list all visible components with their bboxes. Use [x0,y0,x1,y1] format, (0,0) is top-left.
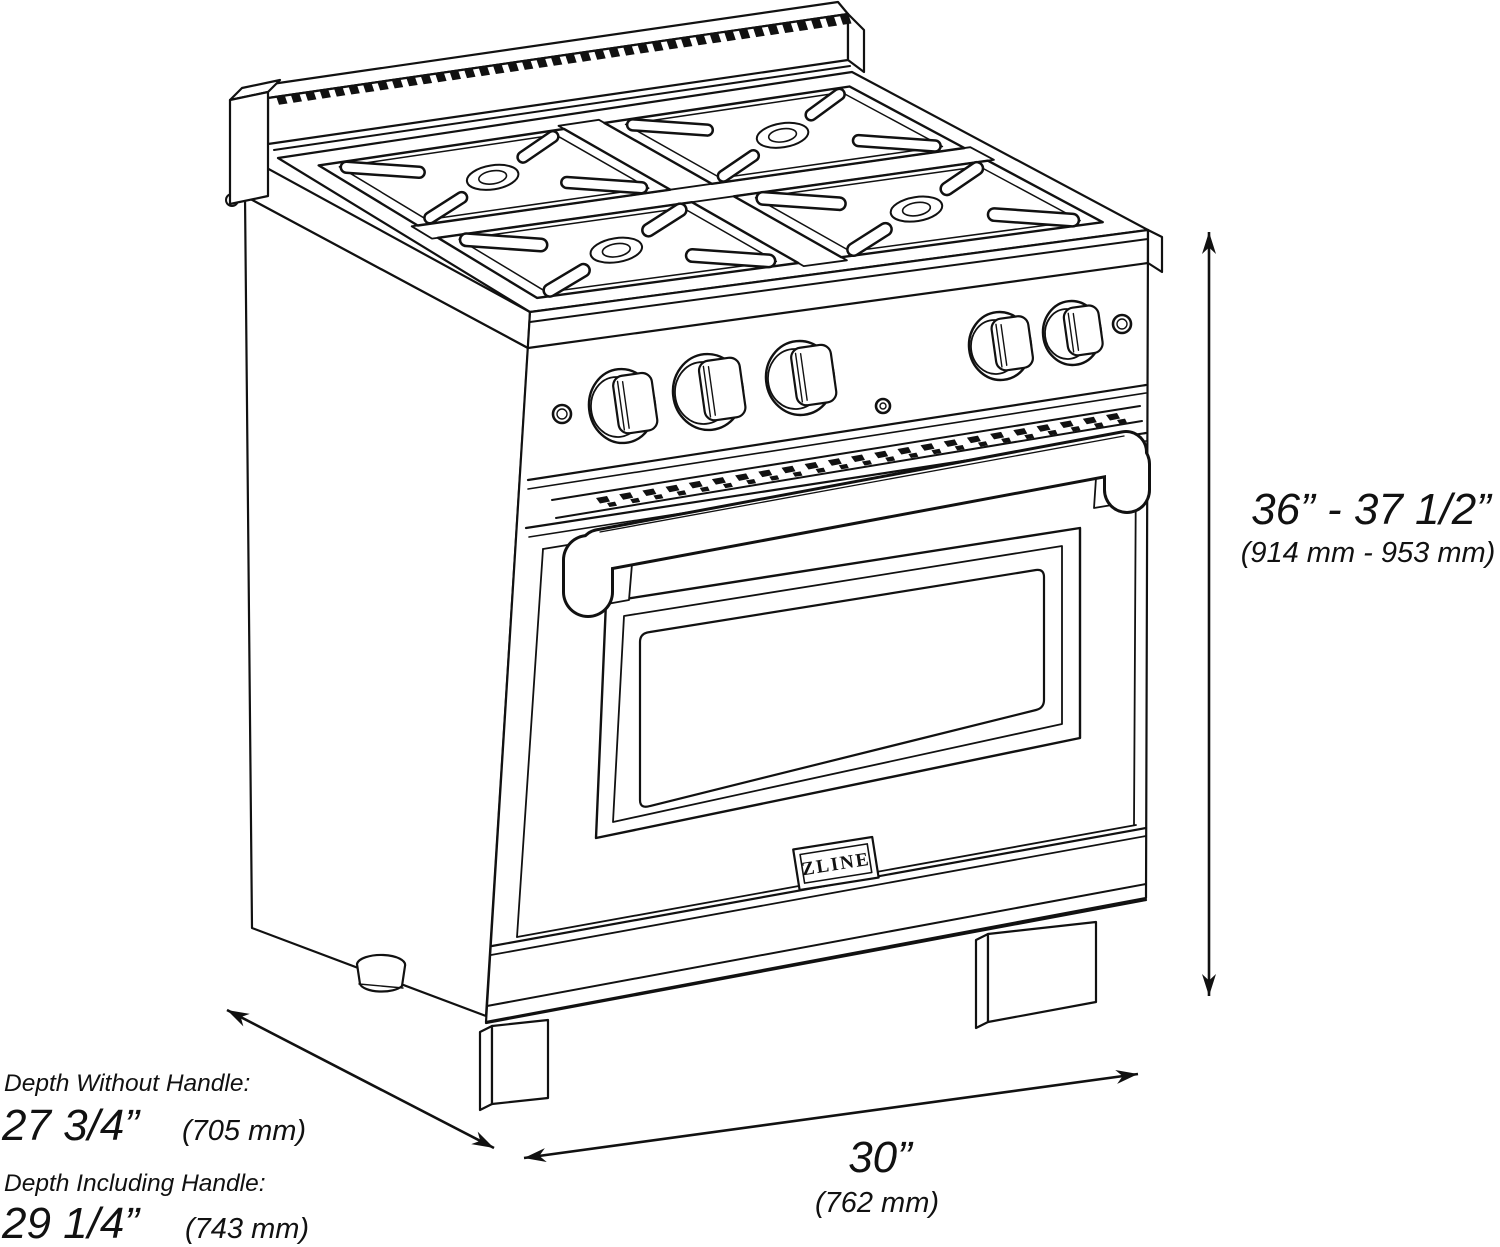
depth-no-handle-metric: (705 mm) [182,1115,306,1147]
leveling-foot [355,953,407,993]
zline-badge: ZLINE [792,835,880,892]
depth-with-handle-inches: 29 1/4” [1,1199,141,1247]
burner-knob-4 [967,310,1034,382]
panel-indicator-lights [551,313,1133,425]
burner-knob-2 [671,352,747,432]
height-inches-label: 36” - 37 1/2” [1251,485,1493,534]
rail-vent-slats [276,14,852,105]
depth-with-handle-label: Depth Including Handle: [4,1170,266,1197]
front-right-foot [974,920,1098,1030]
knob-grip [790,343,838,407]
burner-grate-3 [436,200,800,300]
burner-grate-2 [603,85,966,186]
oven-vent-strip [551,405,1143,519]
knob-grip [1062,304,1104,357]
door-handle [562,430,1151,618]
depth-with-handle-metric: (743 mm) [185,1213,309,1245]
gas-range-drawing [225,0,1164,1112]
badge-inner-frame [799,843,873,884]
depth-no-handle-label: Depth Without Handle: [4,1070,250,1097]
burner-knob-3 [764,339,838,417]
width-metric-label: (762 mm) [815,1187,939,1219]
depth-dimension-arrow [226,1008,495,1150]
width-dimension-arrow [523,1070,1139,1162]
burner-knob-1 [587,367,659,445]
knob-grip [697,356,747,422]
burner-grate-4 [732,159,1104,259]
burner-grate-1 [317,127,672,227]
width-inches-label: 30” [848,1133,914,1182]
knob-grip [612,371,659,435]
front-left-foot [478,1018,550,1112]
door-window [594,526,1082,840]
back-rail [228,0,866,206]
control-panel [526,383,1148,490]
height-metric-label: (914 mm - 953 mm) [1241,537,1496,569]
depth-no-handle-inches: 27 3/4” [1,1101,141,1150]
knob-grip [990,315,1034,372]
burner-knob-5 [1041,299,1104,367]
